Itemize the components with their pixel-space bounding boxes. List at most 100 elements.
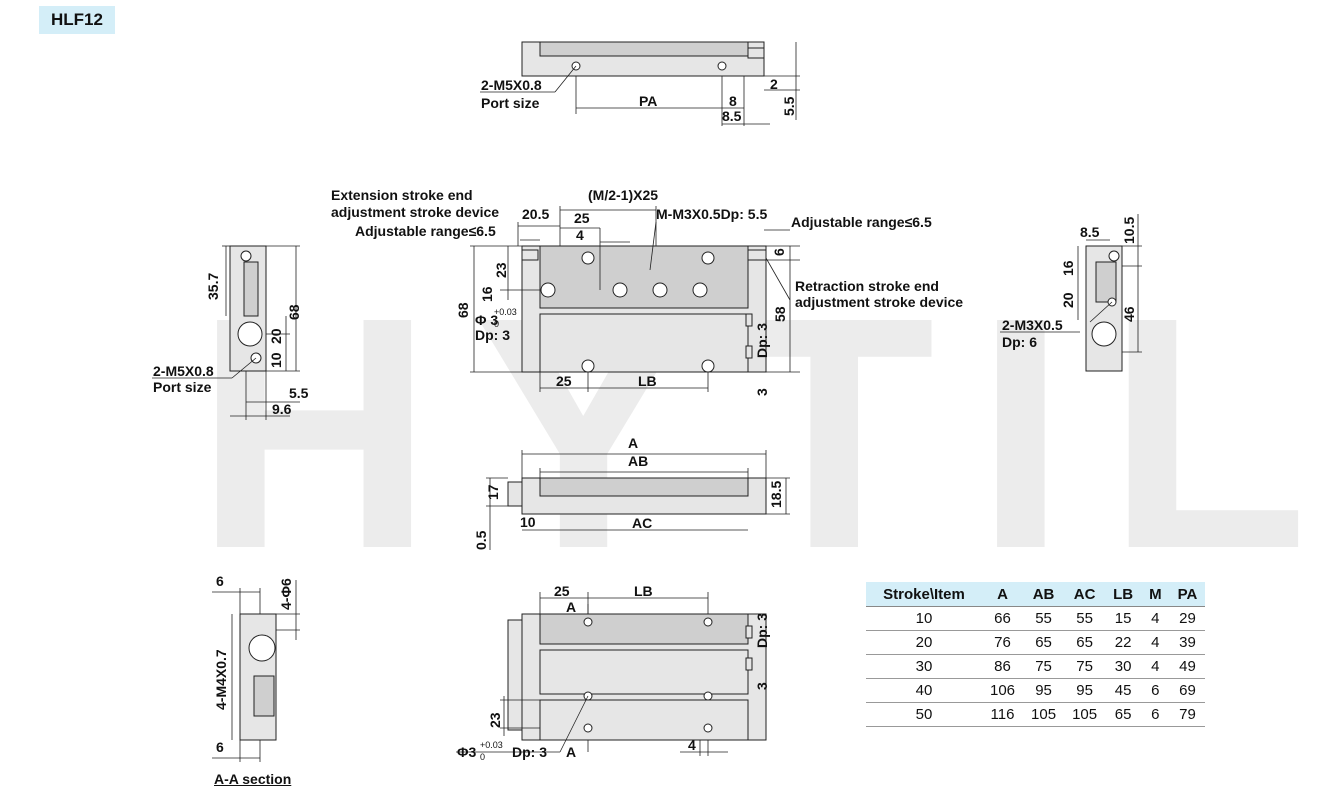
front-dim-18-5: 18.5 [768,481,784,508]
main-tol-plus: +0.03 [494,307,517,317]
bottom-hole-1 [583,617,593,627]
bottom-top-rail [539,613,749,645]
bottom-end [507,619,523,731]
table-cell: 95 [1023,678,1065,703]
top-body-rail [539,41,749,57]
table-cell: 65 [1023,630,1065,655]
table-cell: 15 [1105,606,1142,631]
table-cell: 95 [1064,678,1106,703]
table-cell: 30 [1105,654,1142,679]
table-row: 10 66 55 55 15 4 29 [866,606,1206,631]
left-dim-35-7: 35.7 [205,273,221,300]
main-dp-right: Dp: 3 [754,323,770,358]
table-row: 30 86 75 75 30 4 49 [866,654,1206,679]
table-cell: 45 [1105,678,1142,703]
stroke-table: Stroke\Item A AB AC LB M PA 10 66 55 55 … [866,582,1206,727]
main-hole-2 [701,251,715,265]
adj-range-right: Adjustable range≤6.5 [791,214,932,230]
header-ac: AC [1064,582,1106,607]
table-cell: 86 [982,654,1024,679]
front-dim-10: 10 [520,514,536,530]
bottom-pin-2 [745,657,753,671]
left-dim-68: 68 [286,304,302,320]
bottom-phi: Φ3 [457,744,476,760]
section-dim-6-bot: 6 [216,739,224,755]
bottom-dim-4: 4 [688,737,696,753]
left-side-view: 35.7 68 20 10 5.5 9.6 2-M5X0.8 Port size [152,245,309,420]
left-dim-10: 10 [268,352,284,368]
table-cell: 105 [1023,702,1065,727]
table-cell: 4 [1141,654,1170,679]
table-cell: 49 [1169,654,1206,679]
main-dim-58: 58 [772,306,788,322]
section-bore [248,634,276,662]
top-dim-8: 8 [729,93,737,109]
ret-label-2: adjustment stroke device [795,294,963,310]
main-thread: M-M3X0.5Dp: 5.5 [656,206,767,222]
top-stopper [747,47,765,59]
front-dim-0-5: 0.5 [473,530,489,550]
left-port-caption: Port size [153,379,212,395]
ret-label-1: Retraction stroke end [795,278,939,294]
bottom-hole-2 [703,617,713,627]
bottom-pin-1 [745,625,753,639]
main-hole-5 [652,282,668,298]
bottom-lower [539,699,749,741]
top-dim-2: 2 [770,76,778,92]
bottom-sect-a: A [566,599,576,615]
bottom-three: 3 [754,682,770,690]
top-dim-pa: PA [639,93,657,109]
bottom-hole-6 [703,723,713,733]
front-rail [539,477,749,497]
header-a: A [982,582,1024,607]
table-cell: 66 [982,606,1024,631]
main-dim-25b: 25 [556,373,572,389]
top-port-caption: Port size [481,95,540,111]
front-dim-a: A [628,435,638,451]
main-dp: Dp: 3 [475,327,510,343]
table-cell: 105 [1064,702,1106,727]
right-side-screw [1108,250,1120,262]
left-side-screw [240,250,252,262]
main-hole-1 [581,251,595,265]
main-hole-6 [692,282,708,298]
left-port-callout: 2-M5X0.8 [153,363,214,379]
table-cell: 106 [982,678,1024,703]
main-tol-zero: 0 [494,319,499,329]
front-dim-ab: AB [628,453,648,469]
section-dim-6-top: 6 [216,573,224,589]
table-cell: 116 [982,702,1024,727]
bottom-dim-25: 25 [554,583,570,599]
main-hole-4 [612,282,628,298]
front-dim-17: 17 [485,484,501,500]
table-cell: 6 [1141,702,1170,727]
table-row: 20 76 65 65 22 4 39 [866,630,1206,655]
right-dim-20: 20 [1060,292,1076,308]
table-cell: 6 [1141,678,1170,703]
left-dim-20: 20 [268,328,284,344]
table-cell: 55 [1023,606,1065,631]
table-cell: 30 [866,654,982,679]
left-dim-5-5: 5.5 [289,385,309,401]
table-cell: 69 [1169,678,1206,703]
table-cell: 75 [1064,654,1106,679]
main-dim-25: 25 [574,210,590,226]
section-pocket [253,675,275,717]
front-dim-ac: AC [632,515,652,531]
table-cell: 29 [1169,606,1206,631]
front-end [507,481,523,507]
front-view: A AB AC 17 18.5 10 0.5 [473,435,790,550]
table-cell: 50 [866,702,982,727]
bottom-tol-zero: 0 [480,752,485,762]
table-cell: 55 [1064,606,1106,631]
top-port-callout: 2-M5X0.8 [481,77,542,93]
right-side-bore [1091,321,1117,347]
bottom-dim-23: 23 [487,712,503,728]
main-dim-6: 6 [771,248,787,256]
table-row: 40 106 95 95 45 6 69 [866,678,1206,703]
right-dim-46: 46 [1121,306,1137,322]
right-callout-dp: Dp: 6 [1002,334,1037,350]
stroke-table-header: Stroke\Item A AB AC LB M PA [866,582,1206,607]
table-row: 50 116 105 105 65 6 79 [866,702,1206,727]
